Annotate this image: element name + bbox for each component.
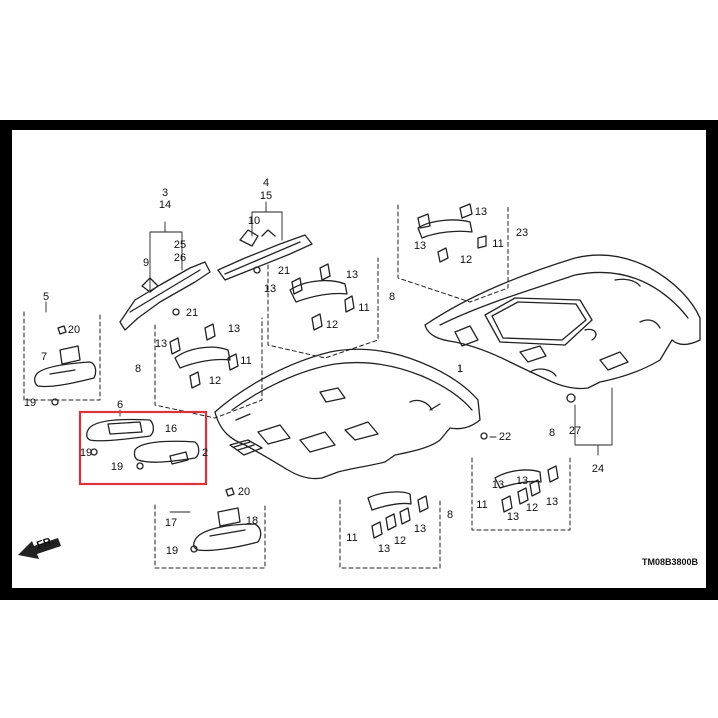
callout-21-a: 21 <box>278 265 290 277</box>
dome-light <box>229 439 263 456</box>
callout-19-b: 19 <box>80 447 92 459</box>
rear-headliner-panel <box>424 254 701 390</box>
callout-4: 4 <box>263 177 269 189</box>
callout-2: 2 <box>202 447 208 459</box>
grab-handle-left <box>169 323 239 389</box>
callout-12-b: 12 <box>326 319 338 331</box>
callout-8-mid: 8 <box>389 291 395 303</box>
callout-12-e: 12 <box>526 502 538 514</box>
sun-visor-highlighted <box>86 418 200 465</box>
callout-13-i: 13 <box>507 511 519 523</box>
callout-26: 26 <box>174 252 186 264</box>
callout-13-l: 13 <box>516 475 528 487</box>
callout-11-c: 11 <box>240 355 251 367</box>
callout-13-j: 13 <box>546 496 558 508</box>
callout-19-a: 19 <box>24 397 36 409</box>
callout-21-b: 21 <box>186 307 198 319</box>
callout-11-d: 11 <box>346 532 357 544</box>
callout-18: 18 <box>246 515 258 527</box>
grab-handle-bottom-center <box>367 491 429 539</box>
roof-rail-bracket-left <box>119 261 211 331</box>
callout-5: 5 <box>43 291 49 303</box>
callout-12-d: 12 <box>394 535 406 547</box>
callout-20-a: 20 <box>68 324 80 336</box>
callout-17: 17 <box>165 517 177 529</box>
callout-12-c: 12 <box>209 375 221 387</box>
callout-15: 15 <box>260 190 272 202</box>
callout-3: 3 <box>162 187 168 199</box>
sun-visor-lower <box>193 487 262 552</box>
callout-10: 10 <box>248 215 260 227</box>
callout-20-b: 20 <box>238 486 250 498</box>
callout-19-c: 19 <box>111 461 123 473</box>
grab-handle-top-right <box>417 203 487 263</box>
front-direction-arrow <box>18 538 61 559</box>
callout-25: 25 <box>174 239 186 251</box>
callout-13-f: 13 <box>155 338 167 350</box>
callout-9: 9 <box>143 257 149 269</box>
group-outlines <box>23 204 571 569</box>
callout-13-c: 13 <box>346 269 358 281</box>
callout-8-left: 8 <box>135 363 141 375</box>
callout-13-h: 13 <box>414 523 426 535</box>
front-headliner-panel <box>214 348 481 480</box>
callout-14: 14 <box>159 199 171 211</box>
callout-13-e: 13 <box>228 323 240 335</box>
roof-rail-bracket-right <box>217 229 313 281</box>
callout-13-k: 13 <box>492 479 504 491</box>
callout-16: 16 <box>165 423 177 435</box>
sun-visor-left-upper <box>34 325 97 388</box>
direction-label: FR. <box>35 535 56 552</box>
callout-13-d: 13 <box>264 283 276 295</box>
screw-clips <box>51 266 576 553</box>
callout-22: 22 <box>499 431 511 443</box>
callout-19-d: 19 <box>166 545 178 557</box>
callout-11-b: 11 <box>358 302 369 314</box>
callout-8-bottom: 8 <box>447 509 453 521</box>
diagram-canvas <box>12 130 706 588</box>
callout-13-b: 13 <box>414 240 426 252</box>
callout-11-e: 11 <box>476 499 487 511</box>
leader-lines <box>45 201 613 513</box>
callout-27: 27 <box>569 425 581 437</box>
grab-handle-mid <box>289 263 355 331</box>
callout-8-right: 8 <box>549 427 555 439</box>
callout-13-a: 13 <box>475 206 487 218</box>
diagram-code: TM08B3800B <box>642 557 699 567</box>
callout-6: 6 <box>117 399 123 411</box>
callout-12-a: 12 <box>460 254 472 266</box>
callout-1: 1 <box>457 363 463 375</box>
callout-13-g: 13 <box>378 543 390 555</box>
callout-24: 24 <box>592 463 604 475</box>
grab-handle-bottom-right <box>494 465 559 513</box>
callout-11-a: 11 <box>492 238 503 250</box>
callout-7: 7 <box>41 351 47 363</box>
callout-23: 23 <box>516 227 528 239</box>
highlight-box <box>78 410 208 486</box>
